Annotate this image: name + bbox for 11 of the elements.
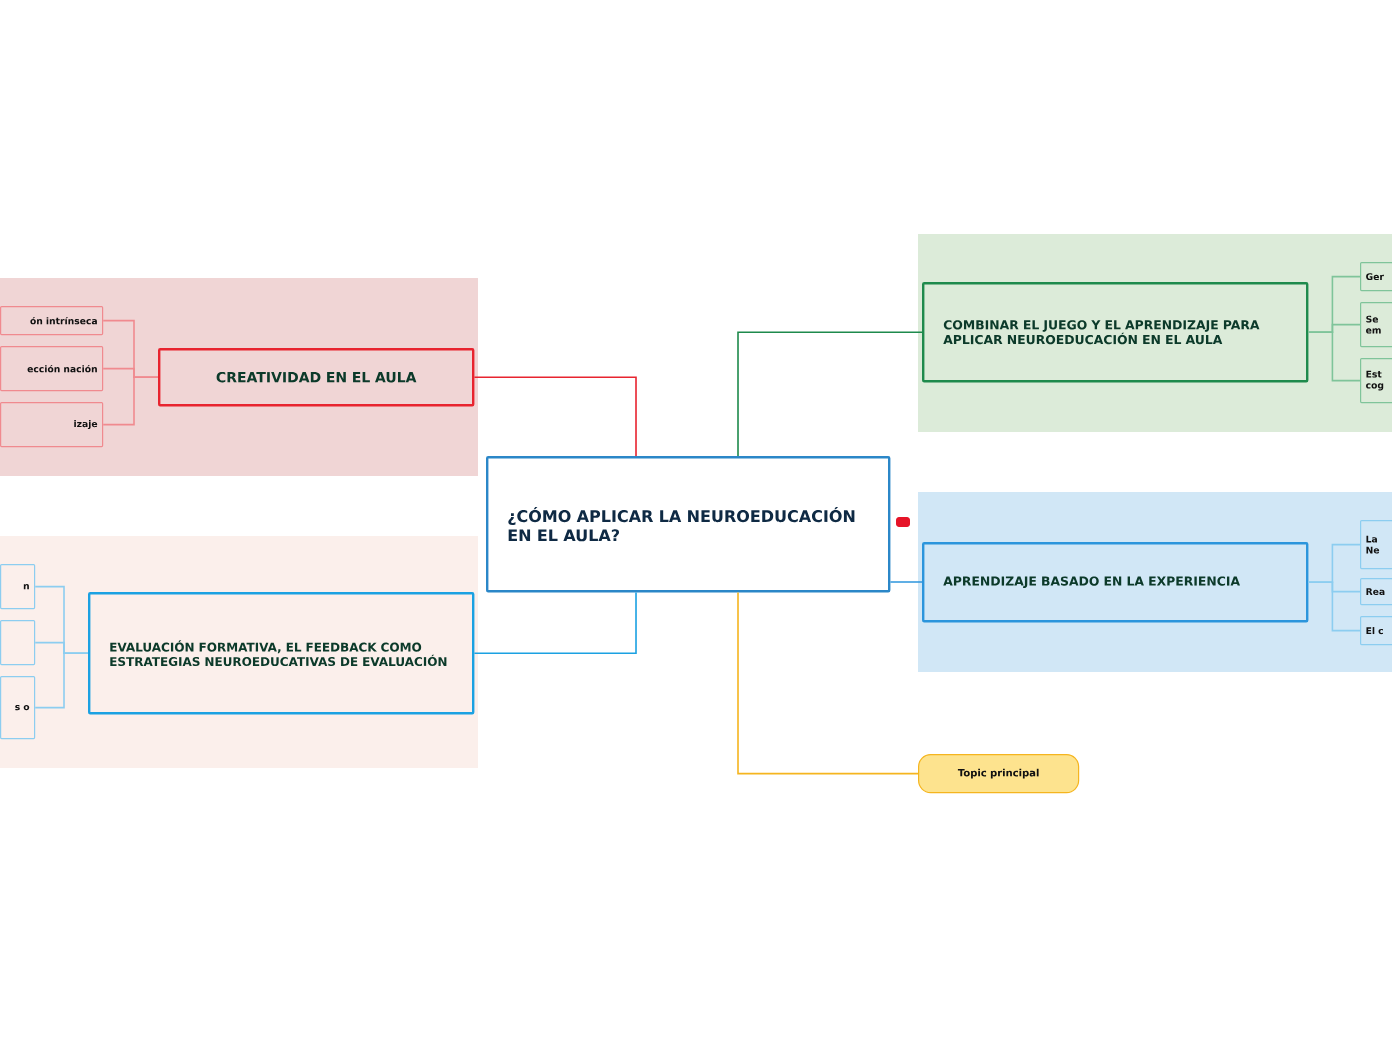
connector-line — [1307, 581, 1361, 632]
connector-line — [473, 376, 637, 457]
connector-line — [889, 581, 923, 583]
topic-box: ¿CÓMO APLICAR LA NEUROEDUCACIÓN EN EL AULA? — [486, 456, 891, 593]
connector-line — [473, 591, 637, 654]
subtopic-box — [0, 620, 36, 666]
connector-line — [737, 331, 923, 457]
connector-line — [34, 652, 89, 709]
connector-line — [1307, 331, 1361, 382]
connector-line — [737, 591, 919, 775]
connector-line — [102, 376, 159, 426]
